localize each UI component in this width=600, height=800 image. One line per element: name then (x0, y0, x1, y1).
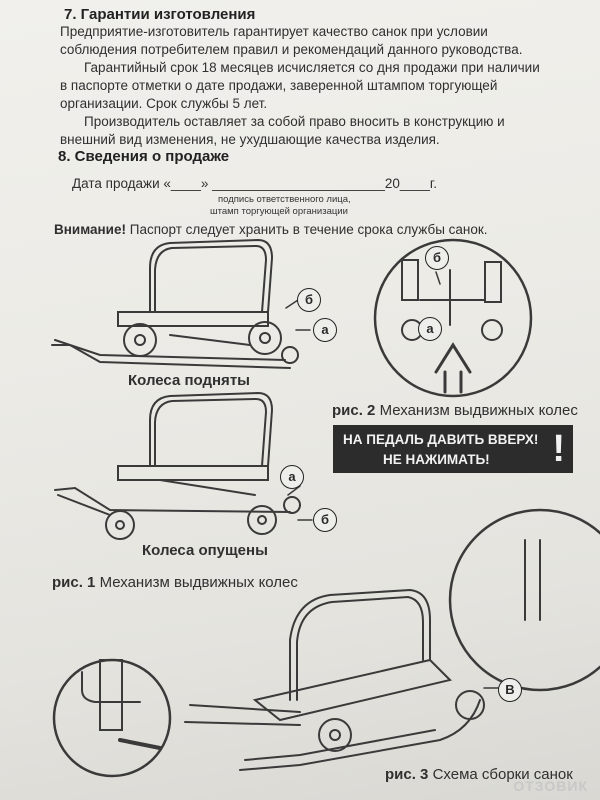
callout-a-fig1-top: а (313, 318, 337, 342)
callout-a-fig2: а (418, 317, 442, 341)
warning-line-1: НА ПЕДАЛЬ ДАВИТЬ ВВЕРХ! (343, 432, 539, 447)
callout-b-fig2: б (425, 246, 449, 270)
section7-line: Производитель оставляет за собой право в… (84, 114, 505, 129)
caption-wheels-up: Колеса подняты (128, 372, 250, 389)
fig3-caption: рис. 3 Схема сборки санок (385, 766, 573, 783)
fig3-text: Схема сборки санок (432, 766, 573, 783)
section7-line: организации. Срок службы 5 лет. (60, 96, 268, 111)
sled-wheels-down-drawing (54, 391, 301, 540)
exclamation-icon: ! (552, 428, 565, 470)
section8-title: 8. Сведения о продаже (58, 148, 230, 165)
assembly-drawing (52, 508, 600, 778)
section7-title: 7. Гарантии изготовления (64, 6, 256, 23)
callout-v-fig3: В (498, 678, 522, 702)
section7-line: Гарантийный срок 18 месяцев исчисляется … (84, 60, 540, 75)
caption-wheels-down: Колеса опущены (142, 542, 268, 559)
stamp-note: штамп торгующей организации (210, 206, 348, 217)
fig1-caption: рис. 1 Механизм выдвижных колес (52, 574, 298, 591)
pedal-warning: НА ПЕДАЛЬ ДАВИТЬ ВВЕРХ! НЕ НАЖИМАТЬ! ! (333, 425, 573, 473)
attention-text: Паспорт следует хранить в течение срока … (129, 222, 488, 237)
attention-label: Внимание! (54, 222, 126, 237)
fig1-number: рис. 1 (52, 574, 96, 591)
fig2-text: Механизм выдвижных колес (379, 402, 578, 419)
warning-line-2: НЕ НАЖИМАТЬ! (383, 452, 490, 467)
fig3-number: рис. 3 (385, 766, 429, 783)
fig1-text: Механизм выдвижных колес (99, 574, 298, 591)
sled-wheels-up-drawing (51, 238, 299, 369)
callout-b-fig1-bottom: б (313, 508, 337, 532)
attention-line: Внимание! Паспорт следует хранить в тече… (54, 222, 488, 237)
sale-date-line: Дата продажи «____» ____________________… (72, 176, 437, 191)
section7-line: Предприятие-изготовитель гарантирует кач… (60, 24, 488, 39)
callout-b-fig1-top: б (297, 288, 321, 312)
callout-a-fig1-bottom: а (280, 465, 304, 489)
section7-line: внешний вид изменения, не ухудшающие кач… (60, 132, 440, 147)
section7-line: соблюдения потребителем правил и рекомен… (60, 42, 523, 57)
pedal-detail-drawing (373, 238, 533, 398)
signature-note: подпись ответственного лица, (218, 194, 351, 205)
watermark: ОТЗОВИК (513, 778, 588, 794)
section7-line: в паспорте отметки о дате продажи, завер… (60, 78, 498, 93)
fig2-number: рис. 2 (332, 402, 376, 419)
fig2-caption: рис. 2 Механизм выдвижных колес (332, 402, 578, 419)
